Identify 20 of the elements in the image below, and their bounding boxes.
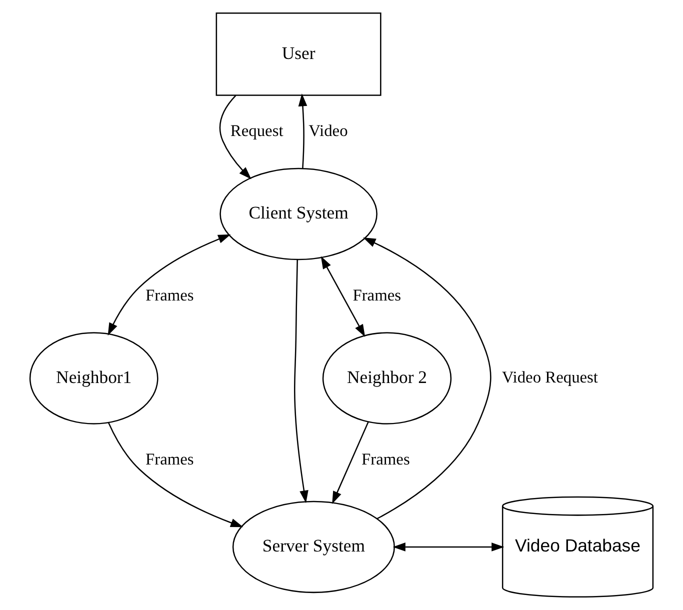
arrow	[320, 256, 366, 338]
arrow	[363, 238, 492, 520]
edge-label: Frames	[146, 450, 194, 469]
edge-label: Frames	[146, 285, 194, 304]
arrow	[108, 422, 244, 528]
arrow	[219, 95, 252, 180]
edge-label: Frames	[362, 450, 410, 469]
arrow	[108, 234, 231, 336]
node-ellipse: Neighbor1	[29, 332, 158, 424]
node-box: User	[216, 12, 382, 96]
edge-label: Video Request	[502, 368, 598, 387]
arrow	[294, 260, 308, 504]
node-ellipse: Server System	[232, 500, 395, 594]
arrow	[298, 94, 308, 169]
node-ellipse: Neighbor 2	[322, 332, 452, 424]
edge-label: Video	[308, 121, 348, 140]
edge-label: Frames	[352, 285, 402, 304]
arrow	[392, 542, 504, 552]
edge-label: Request	[230, 121, 284, 140]
arrow	[332, 422, 369, 504]
